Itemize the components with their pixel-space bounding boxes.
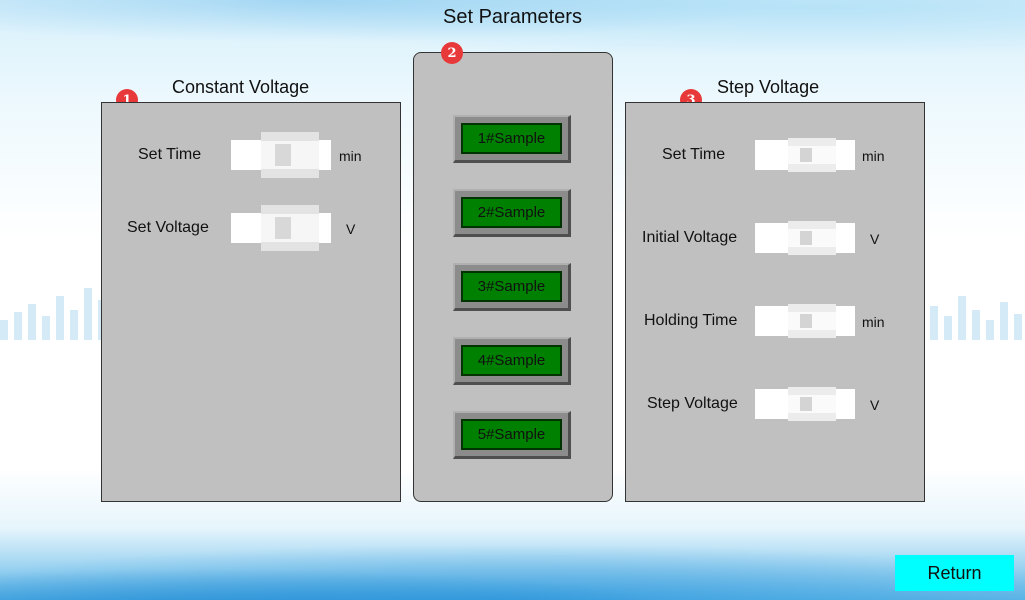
step-set-time-input[interactable] — [755, 138, 855, 172]
sample-4-button[interactable]: 4#Sample — [453, 337, 571, 385]
step-voltage-label: Step Voltage — [647, 395, 738, 412]
sample-button-label: 5#Sample — [461, 419, 562, 450]
sample-button-label: 3#Sample — [461, 271, 562, 302]
sample-selection-panel: 1#Sample 2#Sample 3#Sample 4#Sample 5#Sa… — [413, 52, 613, 502]
background-wave-bottom — [0, 490, 1025, 600]
constant-voltage-heading: Constant Voltage — [172, 77, 310, 97]
input-value-marker — [275, 217, 291, 239]
holding-time-label: Holding Time — [644, 312, 738, 329]
set-voltage-label: Set Voltage — [127, 219, 209, 236]
step-set-time-label: Set Time — [662, 146, 726, 163]
set-time-input[interactable] — [231, 132, 331, 178]
sample-2-button[interactable]: 2#Sample — [453, 189, 571, 237]
input-value-marker — [800, 148, 812, 162]
input-value-cell — [261, 132, 319, 178]
input-value-marker — [275, 144, 291, 166]
step-voltage-input[interactable] — [755, 387, 855, 421]
sample-button-label: 4#Sample — [461, 345, 562, 376]
initial-voltage-label: Initial Voltage — [642, 229, 738, 246]
section-number-badge-2: 2 — [441, 42, 463, 64]
step-voltage-unit: V — [870, 397, 880, 413]
return-button[interactable]: Return — [895, 555, 1014, 591]
set-voltage-input[interactable] — [231, 205, 331, 251]
constant-voltage-panel: Set Time min Set Voltage V — [101, 102, 401, 502]
input-value-cell — [788, 304, 836, 338]
sample-1-button[interactable]: 1#Sample — [453, 115, 571, 163]
input-value-cell — [788, 221, 836, 255]
step-set-time-unit: min — [862, 148, 885, 164]
input-value-cell — [788, 387, 836, 421]
sample-3-button[interactable]: 3#Sample — [453, 263, 571, 311]
sample-button-label: 2#Sample — [461, 197, 562, 228]
holding-time-input[interactable] — [755, 304, 855, 338]
initial-voltage-unit: V — [870, 231, 880, 247]
input-value-marker — [800, 314, 812, 328]
page-title: Set Parameters — [443, 6, 582, 28]
input-value-cell — [261, 205, 319, 251]
step-voltage-panel: Set Time min Initial Voltage V Holding T… — [625, 102, 925, 502]
background-bars-right — [930, 280, 1025, 340]
set-voltage-unit: V — [346, 221, 356, 237]
sample-button-label: 1#Sample — [461, 123, 562, 154]
step-voltage-heading: Step Voltage — [717, 77, 820, 97]
input-value-cell — [788, 138, 836, 172]
initial-voltage-input[interactable] — [755, 221, 855, 255]
set-time-unit: min — [339, 148, 362, 164]
set-time-label: Set Time — [138, 146, 202, 163]
input-value-marker — [800, 231, 812, 245]
holding-time-unit: min — [862, 314, 885, 330]
sample-5-button[interactable]: 5#Sample — [453, 411, 571, 459]
input-value-marker — [800, 397, 812, 411]
